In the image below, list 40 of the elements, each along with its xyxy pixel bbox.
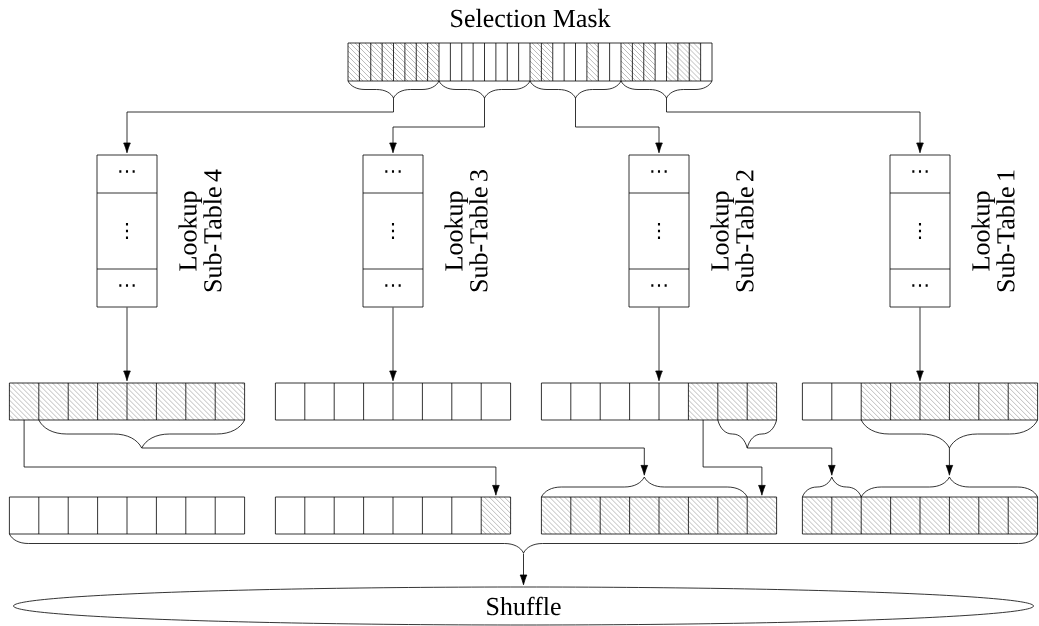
arrow — [519, 553, 528, 586]
vector-bar — [9, 496, 245, 535]
brace-arrow — [38, 419, 649, 476]
title: Selection Mask — [451, 8, 611, 28]
arrow — [916, 307, 924, 382]
vector-bar — [541, 382, 777, 421]
brace-arrow — [123, 80, 440, 154]
brace-arrow — [717, 419, 836, 476]
arrow — [655, 307, 663, 382]
ellipsis: ⋯ — [651, 284, 667, 287]
arrow — [702, 419, 766, 496]
table-label: Lookup Sub-Table 3 — [444, 170, 488, 292]
vector-bar — [802, 382, 1038, 421]
vector-bar — [541, 496, 777, 535]
brace-arrow — [389, 80, 531, 154]
ellipsis: ⋯ — [912, 170, 928, 173]
table-label: Lookup Sub-Table 1 — [971, 170, 1015, 292]
vector-bar — [275, 496, 511, 535]
table-label: Lookup Sub-Table 4 — [178, 169, 222, 292]
ellipsis: ⋯ — [119, 284, 135, 287]
vector-bar — [802, 496, 1038, 535]
table-label: Lookup Sub-Table 2 — [710, 170, 754, 292]
vector-bar — [275, 382, 511, 421]
ellipsis: ⋯ — [385, 284, 401, 287]
ellipsis: ⋯ — [912, 284, 928, 287]
ellipsis: ⋮ — [657, 222, 661, 240]
brace-arrow — [529, 80, 663, 154]
ellipsis: ⋮ — [125, 222, 128, 240]
brace — [9, 533, 1038, 554]
brace-arrow — [860, 419, 1038, 476]
brace-arrow — [620, 80, 924, 154]
vector-bar — [9, 382, 245, 421]
arrow — [389, 307, 397, 382]
arrow — [123, 307, 131, 382]
ellipsis: ⋮ — [918, 222, 922, 240]
ellipsis: ⋮ — [391, 222, 395, 240]
ellipsis: ⋯ — [385, 170, 401, 173]
ellipsis: ⋯ — [651, 170, 667, 173]
arrow — [23, 419, 500, 496]
ellipsis: ⋯ — [119, 170, 135, 173]
